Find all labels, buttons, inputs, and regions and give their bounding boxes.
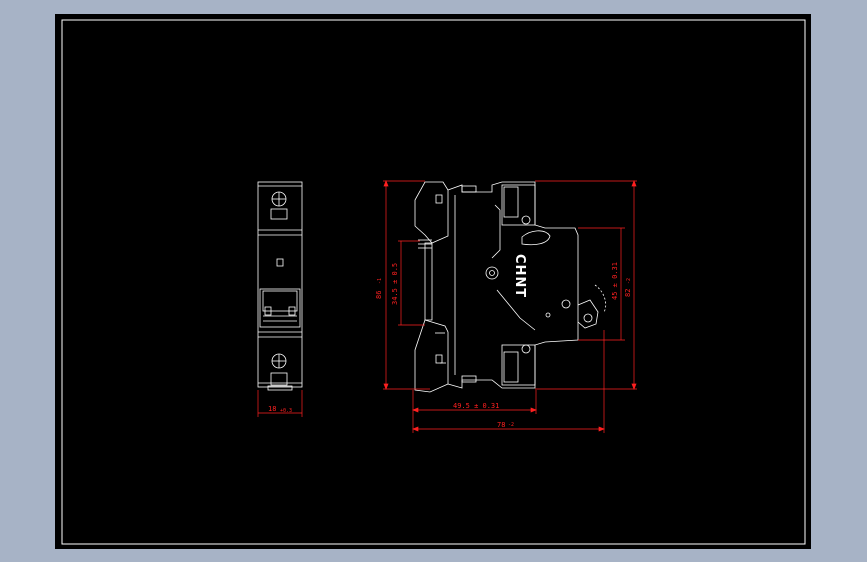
total-depth-tolerance: -2 xyxy=(508,422,514,428)
pivot-pin xyxy=(485,266,499,280)
front-width-tolerance: +0.3 xyxy=(280,408,292,414)
status-window xyxy=(276,258,284,267)
rail-height-label: 34.5 ± 0.5 xyxy=(391,263,399,305)
side-view xyxy=(414,181,607,393)
total-height-label: 86 xyxy=(375,291,383,299)
lower-terminal-box xyxy=(501,344,536,386)
handle-grip xyxy=(521,230,551,246)
brand-label: CHNT xyxy=(512,254,527,298)
front-body-outline xyxy=(257,181,303,388)
lower-clip xyxy=(414,319,449,393)
drawing-frame xyxy=(61,19,806,545)
total-height-tolerance: -1 xyxy=(377,278,383,284)
side-body-outline xyxy=(447,181,579,389)
right-outer-label: 82 xyxy=(624,289,632,297)
upper-terminal-box xyxy=(501,184,536,226)
total-depth-label: 78 xyxy=(497,421,505,429)
side-dimensions xyxy=(383,180,637,433)
right-outer-tolerance: -2 xyxy=(626,278,632,284)
front-width-label: 18 xyxy=(268,405,276,413)
latch-lever xyxy=(577,299,599,329)
toggle-lever xyxy=(259,288,301,328)
right-inner-label: 45 ± 0.31 xyxy=(611,262,619,300)
drawing-sheet xyxy=(55,14,811,549)
front-width-dimension xyxy=(257,390,303,417)
depth-base-label: 49.5 ± 0.31 xyxy=(453,402,499,410)
front-view xyxy=(257,181,303,391)
